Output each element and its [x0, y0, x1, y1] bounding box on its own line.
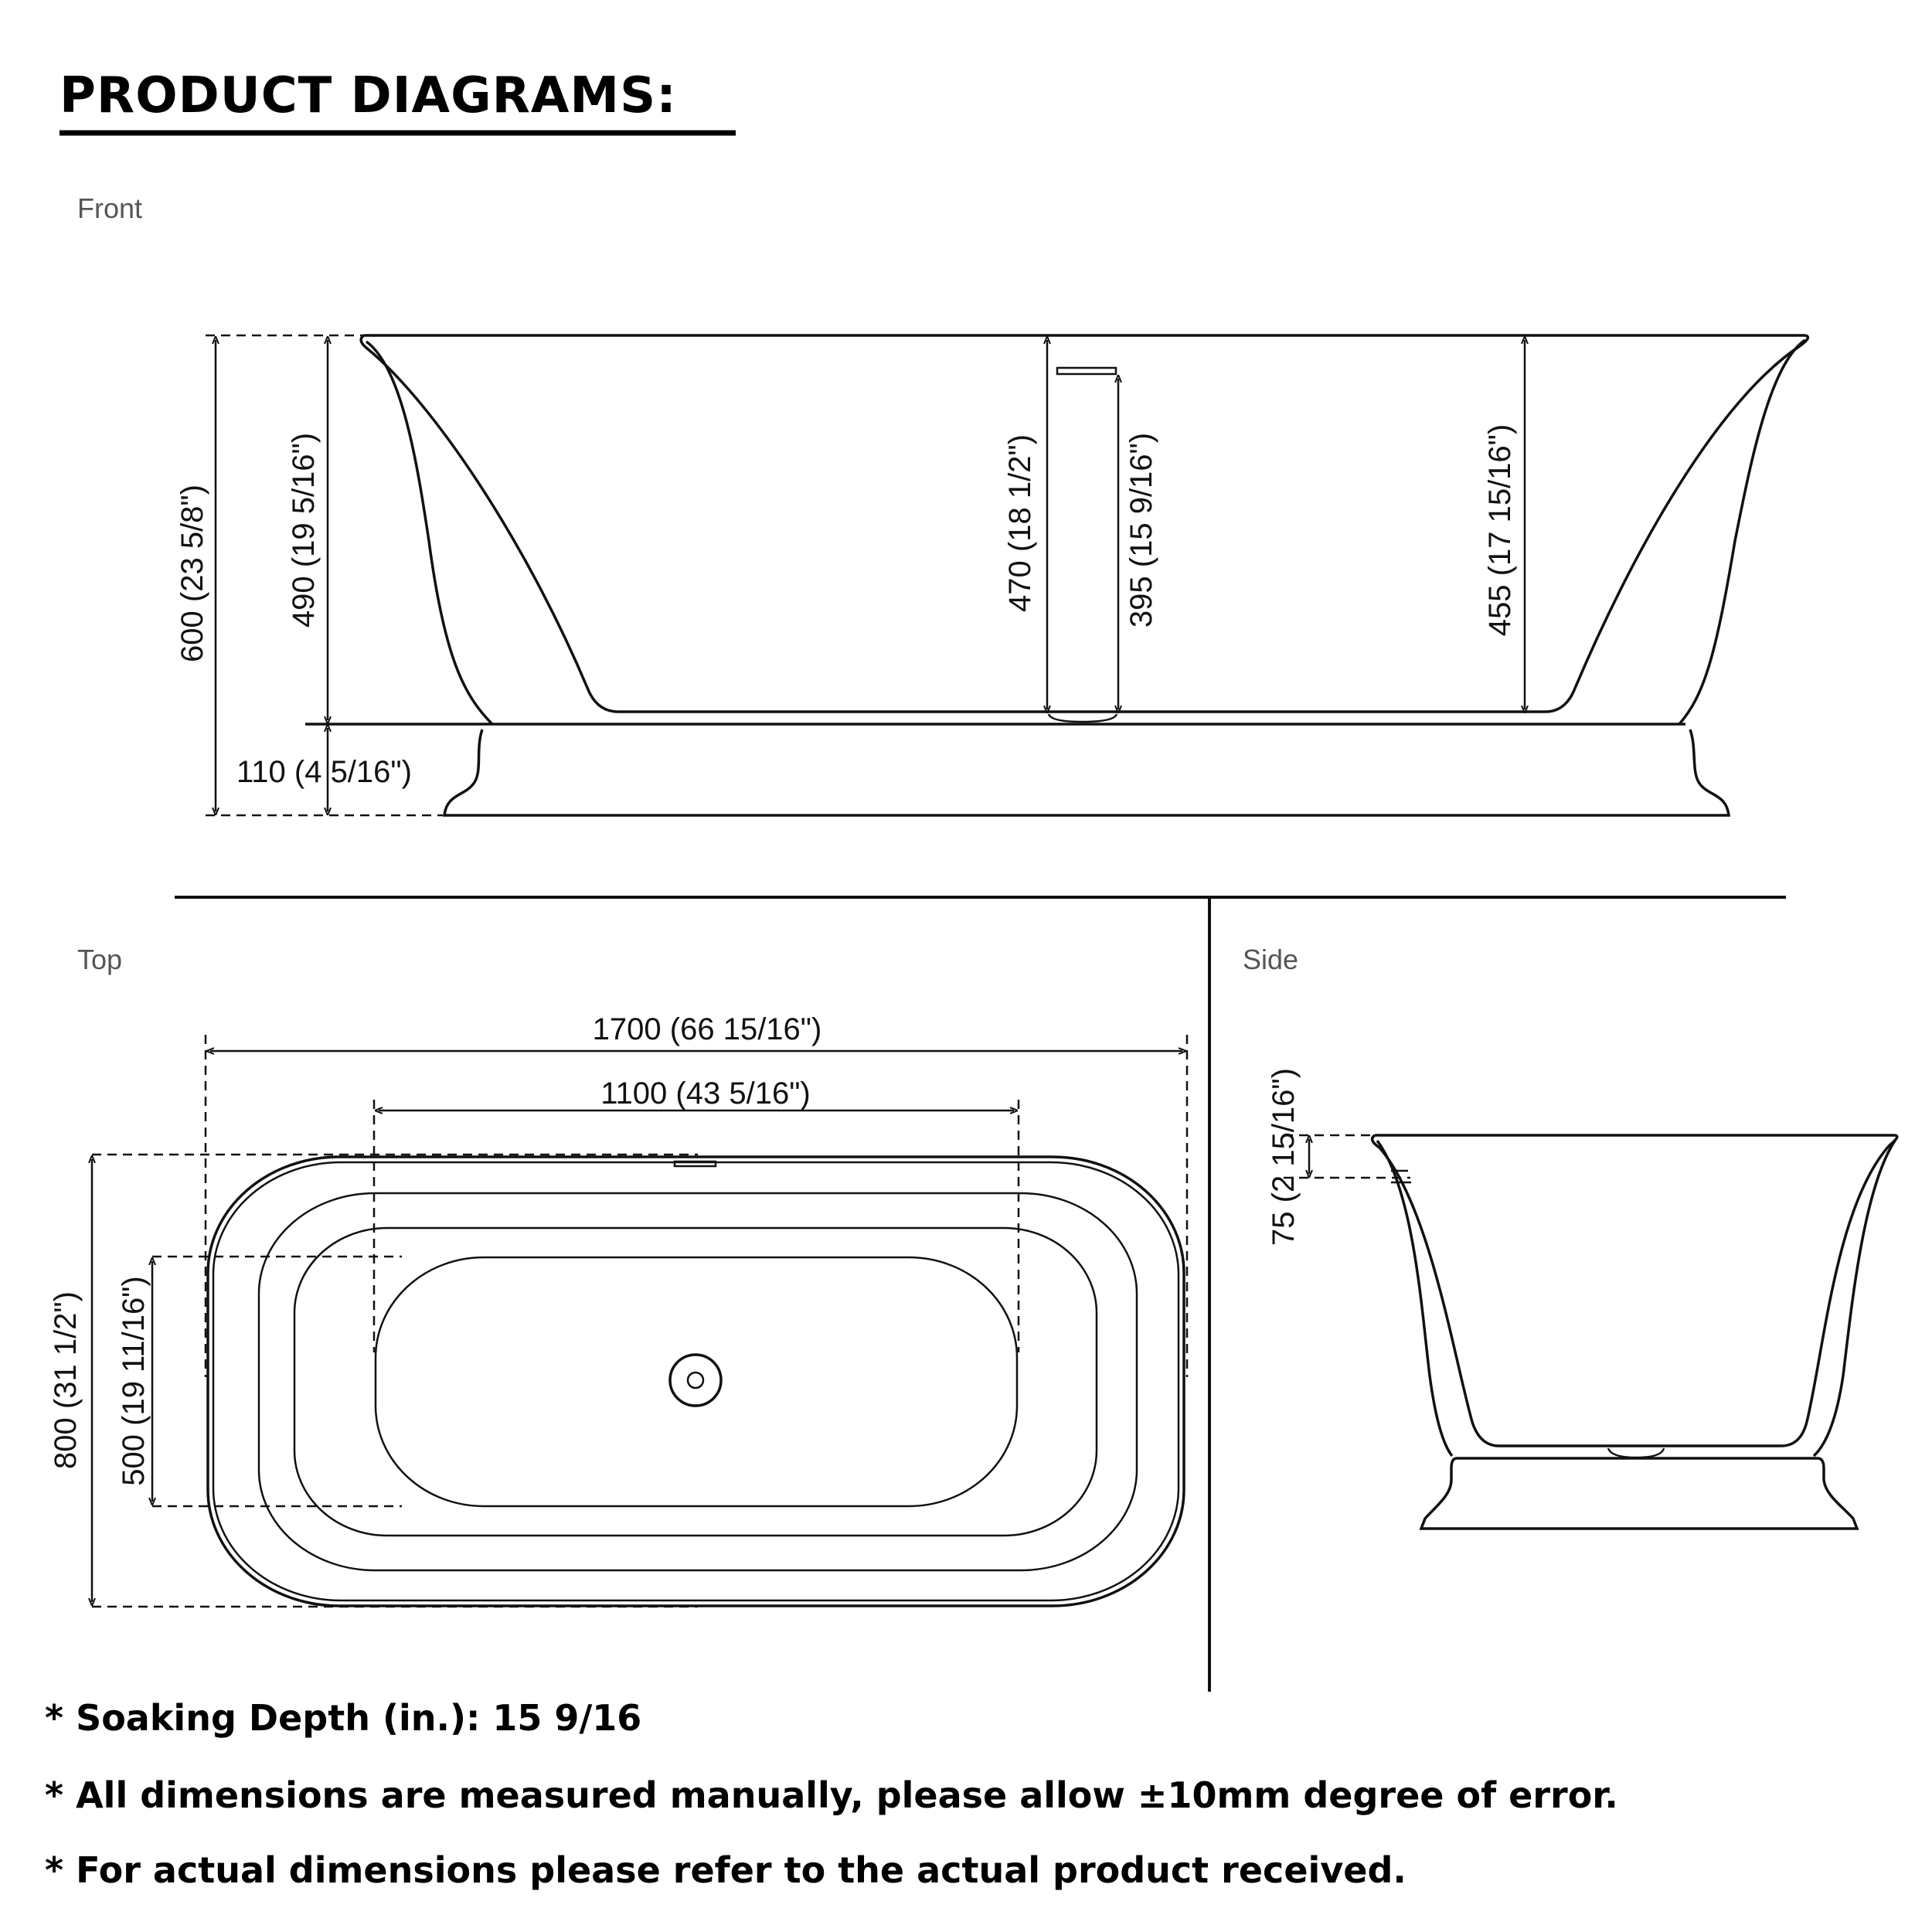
note-measurement-error: * All dimensions are measured manually, … [45, 1774, 1618, 1816]
top-view: Top 1700 (66 15/16") 1100 (43 5/16") 800… [49, 944, 1189, 1608]
tub-ledge [257, 1192, 1138, 1572]
front-view: Front 600 (23 5/8") 490 (19 5/16") 110 (… [77, 192, 1810, 817]
top-label: Top [77, 944, 122, 975]
dim-length: 1700 (66 15/16") [593, 1012, 822, 1046]
drain-icon [668, 1353, 723, 1407]
dim-base-height: 110 (4 5/16") [236, 755, 412, 789]
note-soaking-depth: * Soaking Depth (in.): 15 9/16 [45, 1697, 641, 1739]
tub-inner-outline [359, 334, 1810, 713]
dim-bottom-width: 500 (19 11/16") [117, 1276, 151, 1485]
tub-outer-left [1376, 1139, 1454, 1458]
tub-outer-left [365, 340, 494, 726]
dim-tub-height: 490 (19 5/16") [287, 433, 321, 628]
pedestal-base [443, 729, 1730, 817]
dim-soaking-depth: 395 (15 9/16") [1124, 433, 1158, 628]
drain-icon [1607, 1447, 1665, 1459]
tub-outer-right [1678, 338, 1806, 726]
dim-total-height: 600 (23 5/8") [175, 485, 209, 662]
dim-width: 800 (31 1/2") [49, 1291, 83, 1469]
note-actual-dimensions: * For actual dimensions please refer to … [45, 1849, 1406, 1891]
page-title: PRODUCT DIAGRAMS: [60, 67, 677, 124]
tub-outer-right [1812, 1140, 1896, 1458]
overflow-icon [673, 1160, 717, 1168]
tub-wall [293, 1226, 1098, 1537]
dim-overflow-offset: 75 (2 15/16") [1267, 1068, 1301, 1246]
dim-interior-depth: 455 (17 15/16") [1483, 424, 1517, 636]
front-label: Front [77, 192, 142, 224]
side-label: Side [1243, 944, 1298, 975]
dim-bottom-length: 1100 (43 5/16") [600, 1077, 810, 1111]
dim-overflow-height: 470 (18 1/2") [1003, 434, 1037, 612]
pedestal-base [1419, 1457, 1859, 1530]
side-view: Side 75 (2 15/16") [1243, 944, 1899, 1530]
tub-bottom [374, 1256, 1019, 1508]
drain-icon [1047, 713, 1118, 723]
overflow-icon [1056, 366, 1117, 376]
tub-inner-outline [1370, 1134, 1899, 1447]
tub-rim-outer [206, 1155, 1185, 1607]
